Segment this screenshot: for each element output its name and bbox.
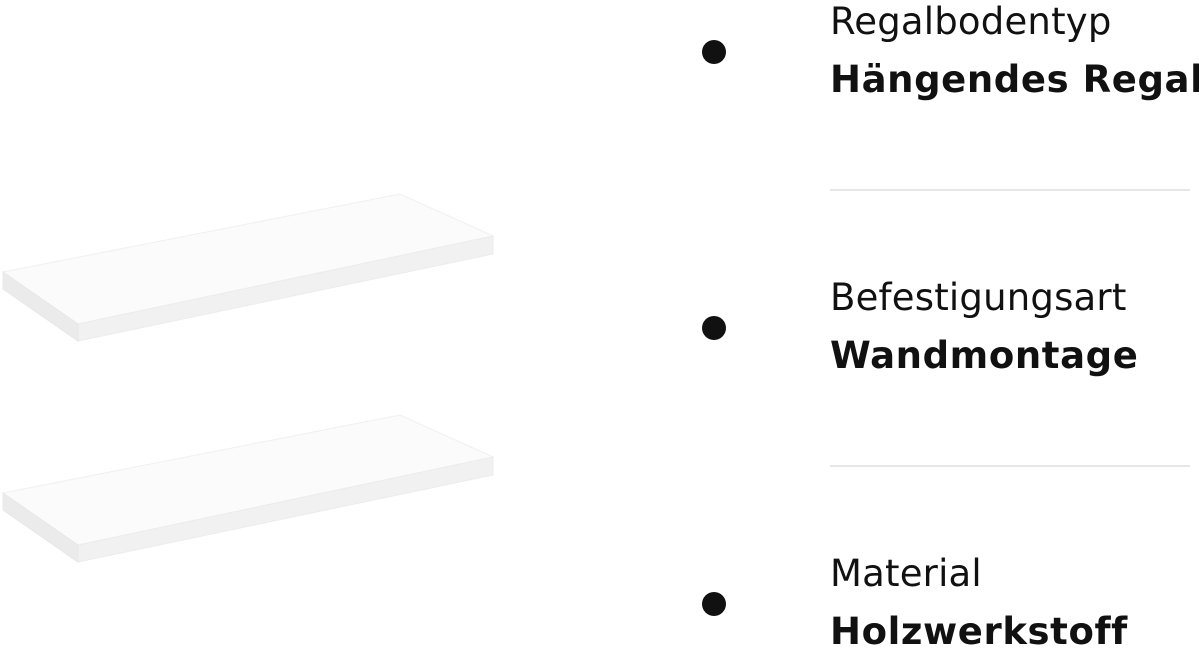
spec-item-mounting-type: Befestigungsart Wandmontage <box>700 276 1199 386</box>
spec-label: Regalbodentyp <box>830 0 1112 43</box>
divider <box>830 465 1190 467</box>
spec-value: Wandmontage <box>830 334 1139 377</box>
spec-label: Material <box>830 552 982 595</box>
bullet-icon <box>702 40 726 64</box>
bullet-icon <box>702 316 726 340</box>
bullet-icon <box>702 592 726 616</box>
spec-value: Hängendes Regal <box>830 58 1199 101</box>
spec-item-shelf-type: Regalbodentyp Hängendes Regal <box>700 0 1199 110</box>
divider <box>830 189 1190 191</box>
spec-item-material: Material Holzwerkstoff <box>700 552 1199 662</box>
shelf-upper-side <box>2 271 79 342</box>
shelf-lower <box>1 414 495 563</box>
spec-value: Holzwerkstoff <box>830 610 1128 653</box>
spec-label: Befestigungsart <box>830 276 1127 319</box>
shelf-upper <box>1 193 495 342</box>
product-image-floating-shelves <box>1 193 495 563</box>
shelf-lower-side <box>2 492 79 563</box>
